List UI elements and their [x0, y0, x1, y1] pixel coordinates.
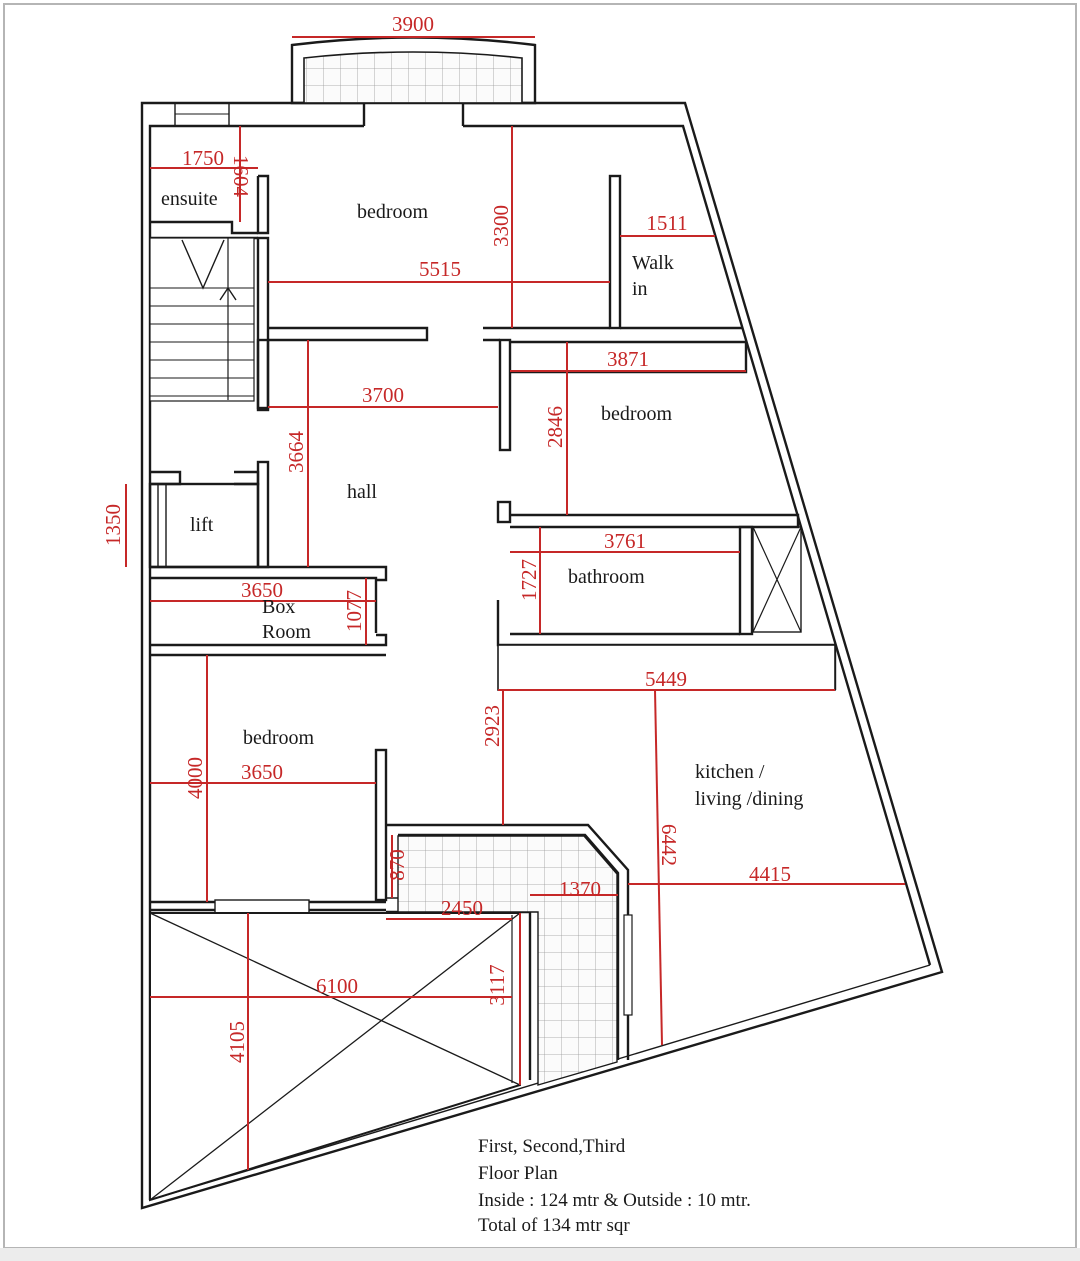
dim-bathroom-depth: 1727 [517, 559, 541, 601]
room-lift: lift [190, 514, 214, 536]
room-walk-in-line1: Walk [632, 252, 674, 274]
dim-bedroom-top-depth: 3300 [489, 205, 513, 247]
dim-hall-width: 3700 [362, 383, 404, 407]
outer-walls [140, 101, 944, 1210]
dim-ensuite-height: 1604 [229, 155, 253, 198]
dim-bedroom-right-depth: 2846 [543, 406, 567, 448]
dim-balcony-top-width: 3900 [392, 12, 434, 36]
room-box-line1: Box [262, 596, 295, 618]
dim-terrace-lower-width: 2450 [441, 896, 483, 920]
dimension-lines [125, 36, 905, 1170]
dim-box-room-width: 3650 [241, 578, 283, 602]
dim-kitchen-width: 5449 [645, 667, 687, 691]
dim-bedroom-right-width: 3871 [607, 347, 649, 371]
dim-hall-depth: 3664 [284, 431, 308, 474]
interior-walls [148, 174, 837, 1080]
dim-lift-depth: 1350 [101, 504, 125, 546]
room-ensuite: ensuite [161, 188, 218, 210]
top-balcony [290, 36, 537, 105]
dim-kitchen-lower-width: 4415 [749, 862, 791, 886]
room-bedroom-right: bedroom [601, 403, 673, 425]
dim-void-width: 6100 [316, 974, 358, 998]
note-line-4: Total of 134 mtr sqr [478, 1215, 630, 1236]
room-labels: ensuite bedroom Walk in bedroom hall lif… [161, 188, 803, 810]
page-bottom-bar [0, 1248, 1080, 1261]
room-bedroom-top: bedroom [357, 201, 429, 223]
dim-terrace-lower-depth: 3117 [485, 964, 509, 1005]
void-area [149, 912, 521, 1202]
dim-ensuite-width: 1750 [182, 146, 224, 170]
room-bedroom-left: bedroom [243, 727, 315, 749]
room-bathroom: bathroom [568, 566, 645, 588]
dim-kitchen-offset: 2923 [480, 705, 504, 747]
dim-terrace-width: 1370 [559, 877, 601, 901]
dim-box-room-depth: 1077 [342, 590, 366, 632]
plan-notes: First, Second,Third Floor Plan Inside : … [478, 1136, 751, 1236]
room-walk-in-line2: in [632, 278, 648, 300]
dim-void-depth: 4105 [225, 1021, 249, 1063]
staircase [149, 237, 255, 402]
note-line-1: First, Second,Third [478, 1136, 626, 1157]
dim-bedroom-left-width: 3650 [241, 760, 283, 784]
note-line-3: Inside : 124 mtr & Outside : 10 mtr. [478, 1190, 751, 1211]
room-box-line2: Room [262, 621, 311, 643]
room-kitchen-line1: kitchen / [695, 761, 765, 783]
dimension-labels: 3900 1750 1604 3300 1511 5515 3871 3700 … [101, 12, 791, 1063]
dim-bedroom-top-width: 5515 [419, 257, 461, 281]
dim-kitchen-depth: 6442 [657, 824, 681, 866]
duct [752, 526, 802, 633]
dim-bedroom-left-depth: 4000 [183, 757, 207, 799]
room-kitchen-line2: living /dining [695, 788, 803, 810]
dim-bathroom-width: 3761 [604, 529, 646, 553]
dim-terrace-step: 870 [385, 849, 409, 881]
dim-walk-in-width: 1511 [646, 211, 687, 235]
note-line-2: Floor Plan [478, 1163, 558, 1184]
room-hall: hall [347, 481, 377, 503]
